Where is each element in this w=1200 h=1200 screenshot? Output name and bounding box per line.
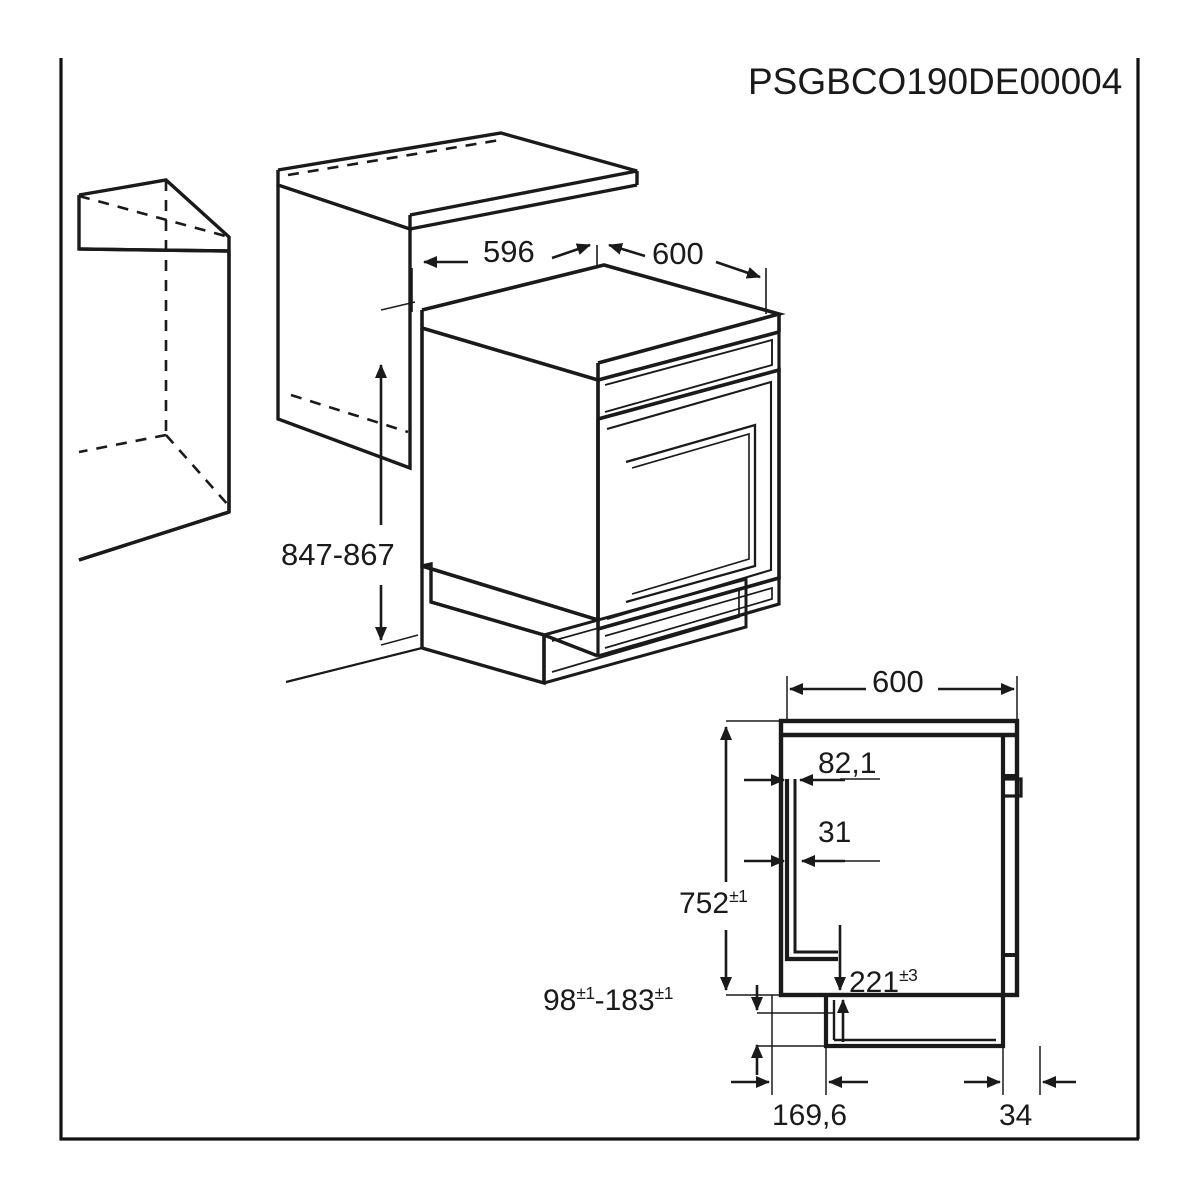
drawing-number-label: PSGBCO190DE00004 (748, 61, 1123, 102)
dimension-label-door-clearance: 221±3 (849, 965, 918, 999)
plinth-low-value: 98 (543, 984, 577, 1017)
dimension-label-plinth-range: 98±1-183±1 (543, 983, 674, 1017)
dimension-label-cavity-height: 752±1 (679, 886, 748, 920)
left-cabinet (77, 178, 231, 562)
cavity-height-value: 752 (679, 887, 730, 920)
cooker-isometric (285, 263, 786, 686)
door-clearance-value: 221 (849, 966, 900, 999)
dimension-label-inset-lower: 31 (818, 816, 852, 849)
dimension-label-appliance-width: 600 (652, 236, 704, 271)
plinth-high-tolerance: ±1 (654, 983, 674, 1003)
plinth-range-separator: - (594, 984, 605, 1017)
dim-line-596 (411, 243, 598, 312)
dim-line-600-top (608, 243, 767, 314)
dimension-label-niche-width: 596 (483, 234, 535, 269)
cavity-height-tolerance: ±1 (729, 886, 748, 906)
sheet-border (59, 58, 1140, 1141)
plinth-high-value: 183 (604, 984, 655, 1017)
dimension-label-front-width: 600 (872, 664, 924, 699)
dimension-label-height-range: 847-867 (281, 537, 395, 572)
dimension-label-inset-top: 82,1 (818, 747, 877, 780)
dimension-label-offset-left: 169,6 (772, 1099, 848, 1132)
dimension-label-offset-right: 34 (999, 1099, 1033, 1132)
plinth-low-tolerance: ±1 (576, 983, 595, 1003)
door-clearance-tolerance: ±3 (899, 965, 918, 985)
front-view-dim-arrows (720, 683, 1076, 1088)
dim-line-847-867 (375, 301, 419, 646)
front-view-witness-lines (726, 676, 1041, 1095)
right-cabinet (276, 131, 639, 471)
